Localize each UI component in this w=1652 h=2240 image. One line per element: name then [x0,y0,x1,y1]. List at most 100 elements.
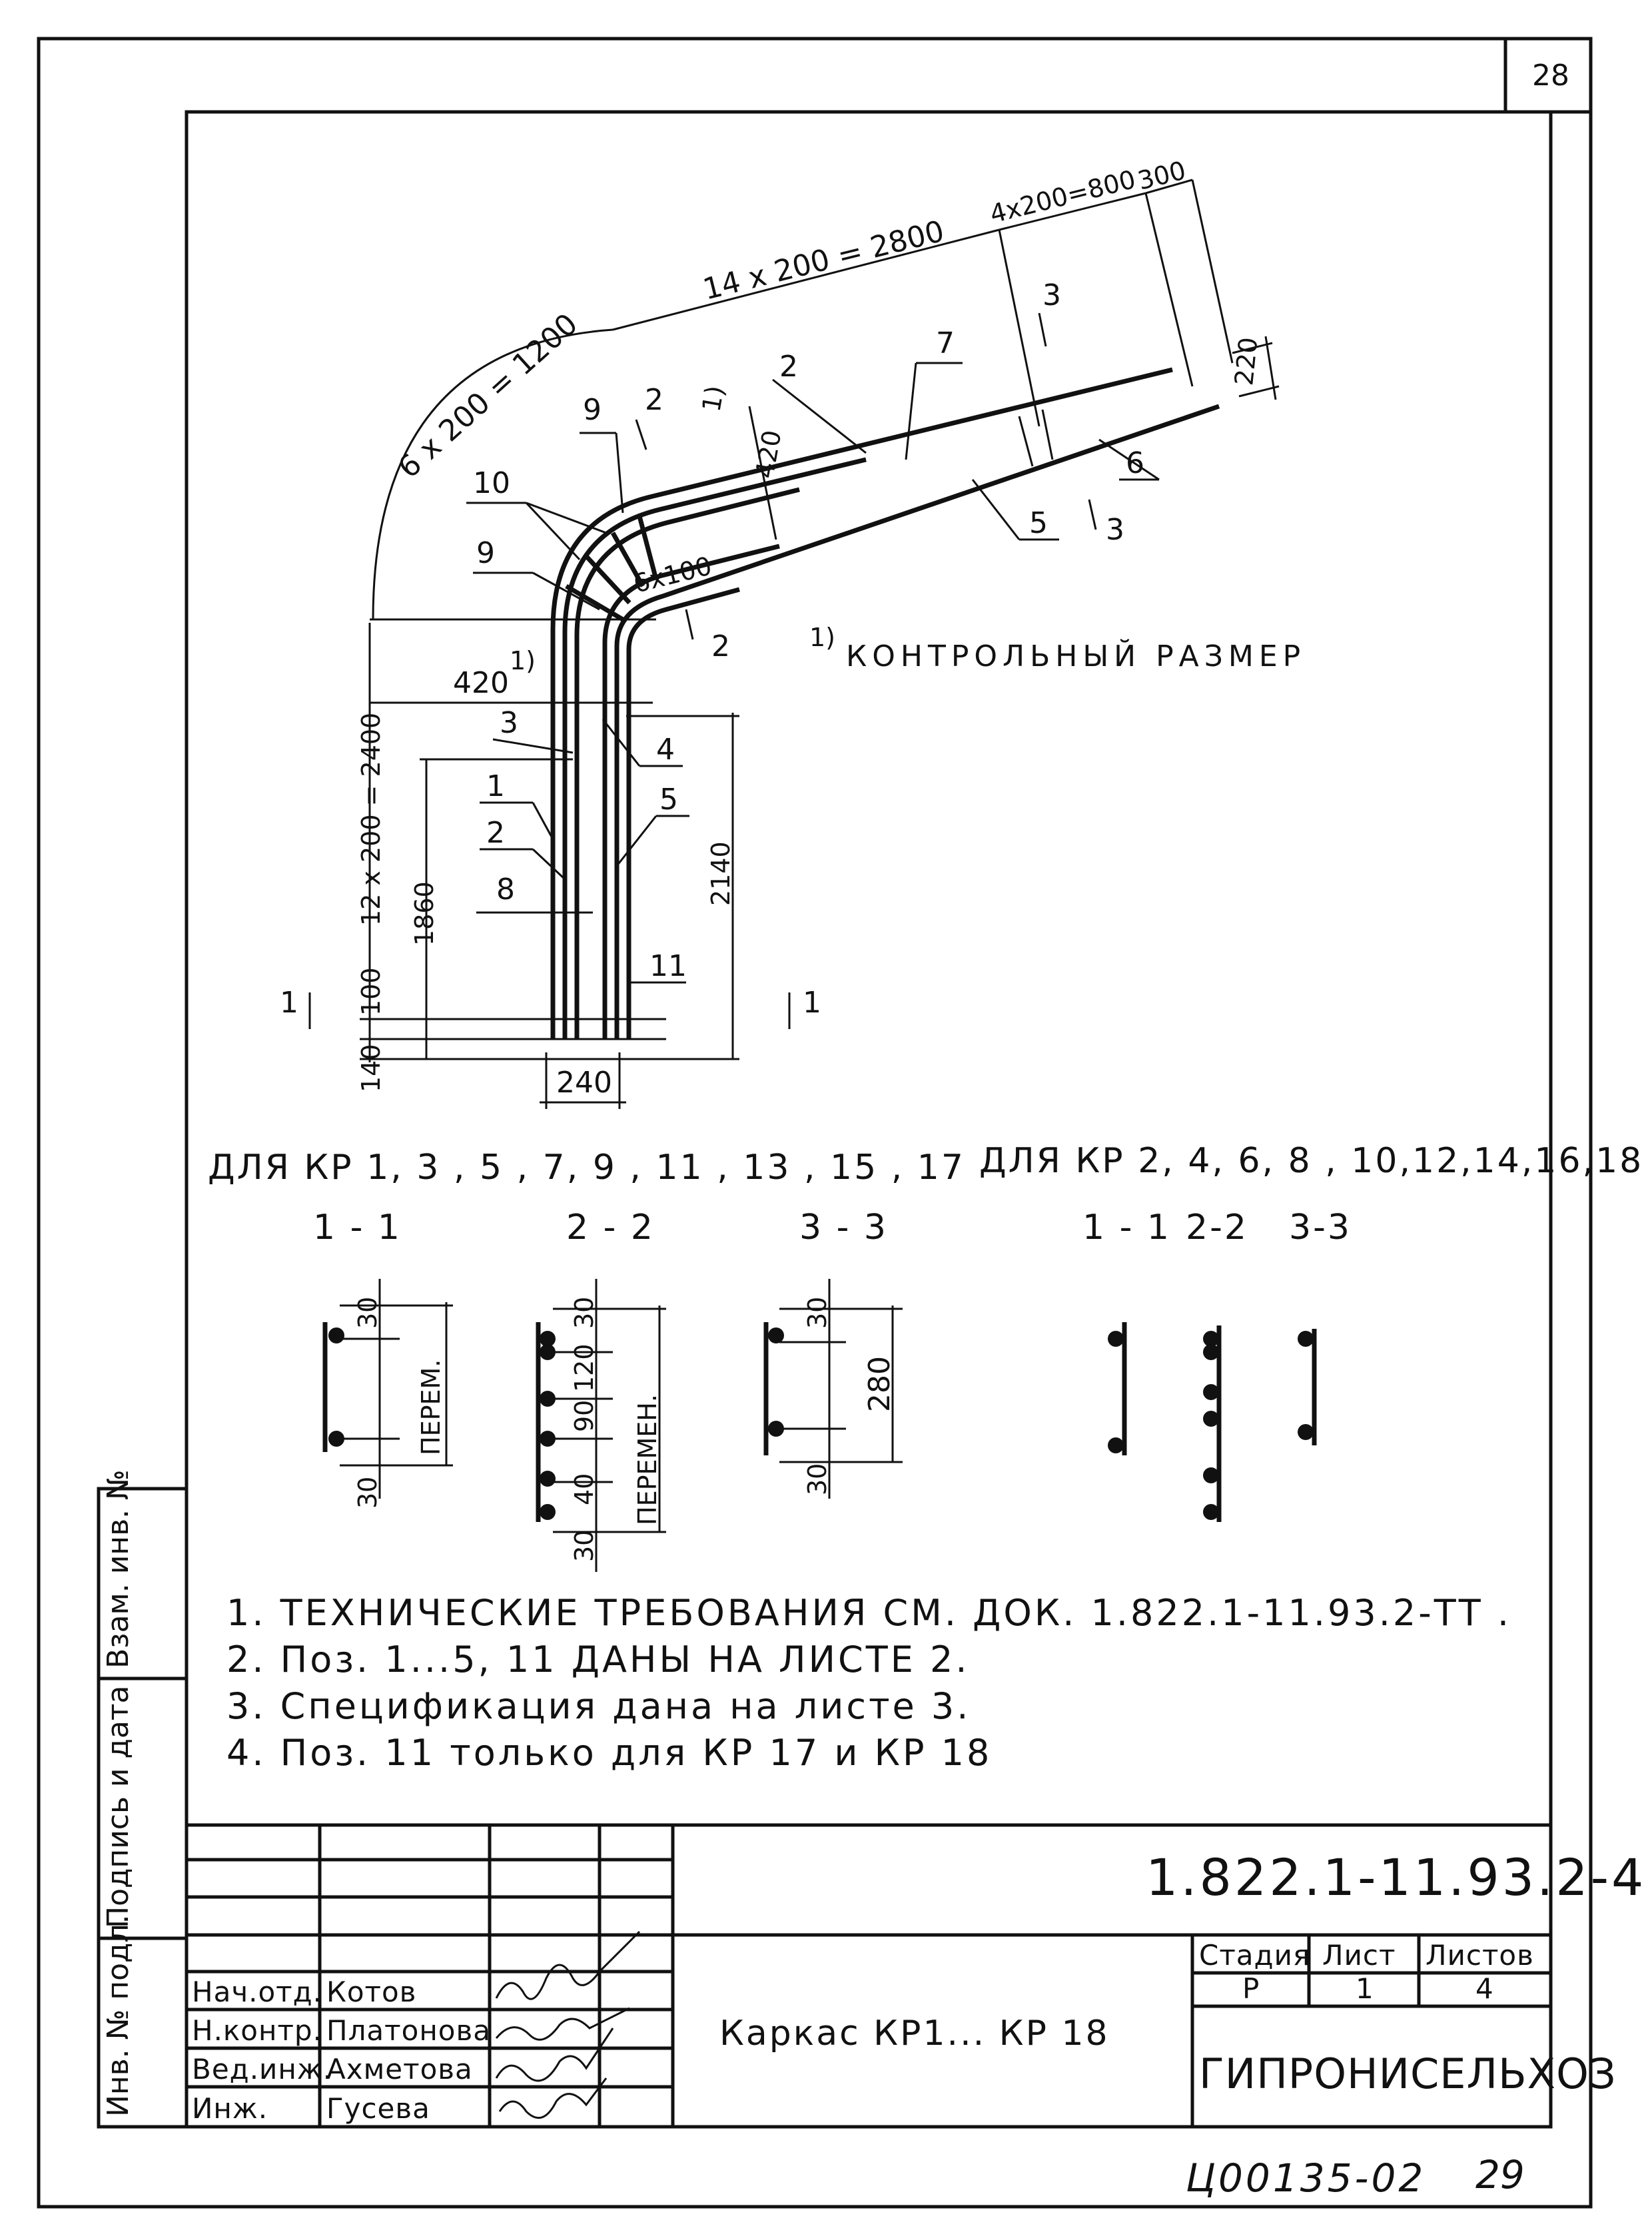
dim-straight-top: 14 x 200 = 2800 [699,214,947,306]
bar-2 [562,457,867,1039]
section-title-2-2: 2 - 2 [566,1208,655,1248]
dim-bottom-140: 140 [356,1044,386,1092]
sheets-value: 4 [1475,1972,1494,2005]
section-title-r-1-1: 1 - 1 [1082,1208,1171,1248]
dim-bottom-240: 240 [556,1066,612,1100]
dim-line-2800 [612,228,1000,331]
drawing-name: Каркас КР1... КР 18 [719,2014,1110,2053]
position-labels: 10 9 9 2 7 6 5 3 4 1 [466,326,1160,984]
name-kotov: Котов [326,1976,416,2008]
section-title-3-3: 3 - 3 [799,1208,888,1248]
s22-span: ПЕРЕМЕН. [633,1394,662,1525]
dim-end-300: 300 [1135,155,1189,195]
stage-value: Р [1242,1972,1260,2005]
name-platonova: Платонова [326,2014,491,2047]
s33-dim-bottom: 30 [803,1463,832,1495]
section-mark-1-left: 1 [280,986,298,1020]
stamp-signature-date: Подпись и дата [101,1686,135,1928]
pos-1: 1 [486,769,505,803]
section-mark-1-right: 1 [803,986,821,1020]
role-engineer: Инж. [192,2092,268,2125]
pos-5-left: 5 [659,783,678,817]
hdr-stage: Стадия [1199,1939,1310,1972]
pos-7: 7 [936,326,955,360]
section-mark-2-bottom: 2 [711,629,730,663]
section-2-2-left: 30 120 90 40 30 ПЕРЕМЕН. [536,1279,666,1572]
s22-dim-120: 120 [570,1343,599,1392]
signature-3 [495,2028,614,2082]
pos-11: 11 [649,949,687,983]
note-1: 1. ТЕХНИЧЕСКИЕ ТРЕБОВАНИЯ СМ. ДОК. 1.822… [226,1592,1511,1634]
footer-code: Ц00135-02 [1186,2155,1426,2201]
frame-elevation: 6 x 200 = 1200 14 x 200 = 2800 4x200=800… [280,155,1306,1109]
pos-10: 10 [473,466,510,500]
pos-5-right: 5 [1029,506,1048,540]
pos-9-top: 9 [583,393,602,427]
s22-dim-40: 40 [570,1473,599,1505]
title-block: 1.822.1-11.93.2-4 Каркас КР1... КР 18 ГИ… [187,1823,1646,2127]
bend-bar-d [565,583,624,622]
dim-bottom-100: 100 [356,967,386,1016]
dim-width-420-left: 420 [453,666,509,700]
end-bar-6 [1041,409,1054,460]
outer-frame [37,37,1593,2209]
inner-frame [185,110,1553,2129]
role-head-dept: Нач.отд. [192,1976,322,2008]
bar-5 [614,404,1220,1039]
stamp-original-inv: Инв. № подл. [101,1914,135,2117]
s22-dim-top: 30 [570,1297,599,1329]
bar-3 [574,487,800,1039]
footer-page: 29 [1475,2152,1525,2197]
s33-dim-top: 30 [803,1297,832,1329]
s11-dim-top: 30 [353,1297,382,1329]
section-1-1-left: 30 30 ПЕРЕМ. [322,1279,453,1509]
signature-4 [498,2077,608,2119]
pos-2-top: 2 [779,350,798,384]
section-title-r-3-3: 3-3 [1289,1208,1352,1248]
pos-3: 3 [500,706,518,740]
organization: ГИПРОНИСЕЛЬХОЗ [1199,2050,1617,2098]
s11-dim-bottom: 30 [353,1477,382,1509]
role-lead-engineer: Вед.инж. [192,2053,332,2085]
hdr-sheets: Листов [1426,1939,1534,1972]
dim-end-top: 4x200=800 [987,165,1139,229]
control-size-note: КОНТРОЛЬНЫЙ РАЗМЕР [846,638,1306,673]
dim-vertical-total: 12 x 200 = 2400 [356,713,386,926]
pos-8: 8 [496,873,515,907]
name-akhmetova: Ахметова [326,2053,473,2085]
role-norm-control: Н.контр. [192,2014,322,2047]
section-title-r-2-2: 2-2 [1186,1208,1248,1248]
dim-outer-2140: 2140 [706,841,735,906]
bar-1 [550,367,1173,1039]
sections-even-frames [1108,1322,1317,1522]
footnote-mark-note: 1) [809,623,835,652]
pos-2-left: 2 [486,816,505,850]
footnote-mark-b: 1) [510,646,536,675]
page-number: 28 [1532,59,1569,93]
section-mark-3-top: 3 [1042,278,1061,312]
bend-bar-b [610,532,645,587]
s11-span: ПЕРЕМ. [416,1359,446,1455]
s22-dim-90: 90 [570,1400,599,1432]
dim-arc-top: 6 x 200 = 1200 [392,307,584,485]
footnote-mark-a: 1) [697,383,730,414]
arc-dimension [372,328,614,620]
hdr-sheet: Лист [1322,1939,1396,1972]
sheet-value: 1 [1356,1972,1374,2005]
sections-left-header: ДЛЯ КР 1, 3 , 5 , 7, 9 , 11 , 13 , 15 , … [208,1148,965,1188]
sections-right-header: ДЛЯ КР 2, 4, 6, 8 , 10,12,14,16,18 [979,1141,1643,1181]
s22-dim-bottom: 30 [570,1530,599,1562]
dim-end-220: 220 [1229,336,1263,387]
doc-number: 1.822.1-11.93.2-4 [1146,1848,1646,1907]
s33-span: 280 [863,1356,897,1412]
note-2: 2. Поз. 1...5, 11 ДАНЫ НА ЛИСТЕ 2. [226,1639,970,1680]
bar-4 [602,544,780,1039]
pos-9-left: 9 [476,536,495,570]
pos-6: 6 [1126,446,1144,480]
dim-line-300 [1145,179,1193,194]
bend-bar-c [637,516,659,580]
section-mark-3-bottom: 3 [1106,513,1124,547]
dim-inner-1860: 1860 [410,881,439,946]
bar-11 [626,587,740,1039]
